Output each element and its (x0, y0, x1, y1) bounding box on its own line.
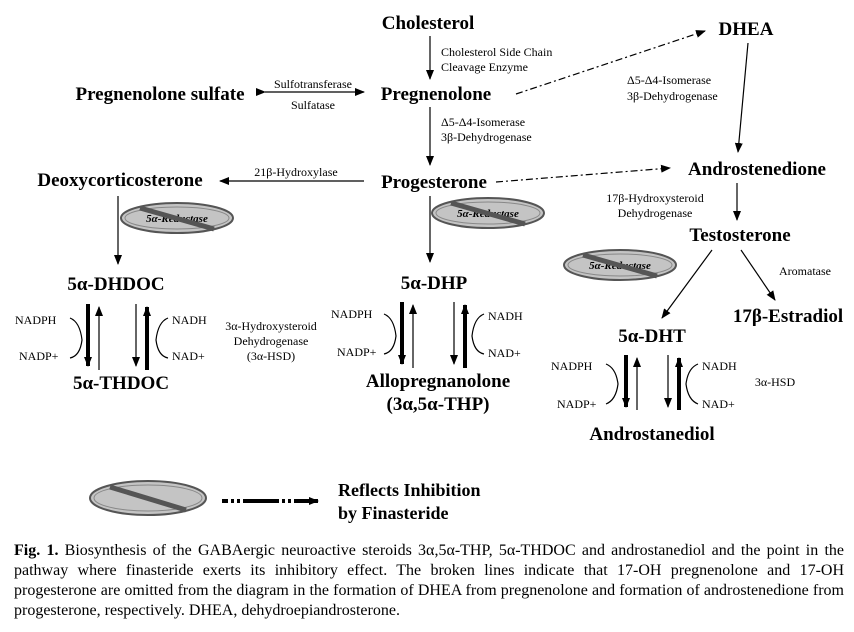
cofactor-nadp: NADP+ (19, 349, 59, 363)
figure-caption: Fig. 1. Biosynthesis of the GABAergic ne… (14, 541, 844, 621)
node-progesterone: Progesterone (381, 172, 487, 193)
node-pregnenolone-sulfate: Pregnenolone sulfate (75, 84, 244, 105)
caption-text: Biosynthesis of the GABAergic neuroactiv… (14, 542, 844, 619)
enzyme-3a-hsd-3: (3α-HSD) (247, 349, 295, 363)
reductase-inhibition-dhdoc: 5α-Reductase (120, 202, 234, 234)
legend-line-1: Reflects Inhibition (338, 480, 481, 500)
enzyme-17b-hsd-1: 17β-Hydroxysteroid (606, 191, 703, 205)
cofactor-nadph: NADPH (551, 359, 593, 373)
enzyme-sulfatase: Sulfatase (291, 98, 335, 112)
cofactor-nad: NAD+ (172, 349, 205, 363)
enzyme-isomerase-1: Δ5-Δ4-Isomerase (441, 115, 525, 129)
cofactor-nadh: NADH (172, 313, 207, 327)
node-allopregnanolone-abbr: (3α,5α-THP) (387, 394, 490, 415)
node-allopregnanolone: Allopregnanolone (366, 371, 510, 392)
interconversion-dhp-allopregnanolone: NADPH NADP+ NADH NAD+ (331, 302, 523, 368)
node-androstenedione: Androstenedione (688, 159, 826, 180)
cofactor-nadh: NADH (488, 309, 523, 323)
arrow-progesterone-androstenedione-broken (495, 164, 671, 183)
node-testosterone: Testosterone (689, 225, 790, 246)
enzyme-21b-hydroxylase: 21β-Hydroxylase (254, 165, 337, 179)
cofactor-nadph: NADPH (331, 307, 373, 321)
cofactor-nad: NAD+ (702, 397, 735, 411)
enzyme-side-chain-1: Cholesterol Side Chain (441, 45, 552, 59)
enzyme-dhea-isomerase-2: 3β-Dehydrogenase (627, 89, 718, 103)
node-androstanediol: Androstanediol (589, 424, 714, 445)
arrow-testosterone-dht (661, 249, 713, 319)
interconversion-dhdoc-thdoc: NADPH NADP+ NADH NAD+ (15, 304, 207, 370)
pathway-diagram: Cholesterol Pregnenolone Pregnenolone su… (15, 13, 843, 523)
legend-inhibition-symbol (89, 480, 207, 516)
node-dhea: DHEA (719, 19, 774, 40)
enzyme-side-chain-2: Cleavage Enzyme (441, 60, 528, 74)
reductase-inhibition-dhp: 5α-Reductase (431, 197, 545, 229)
node-17b-estradiol: 17β-Estradiol (733, 306, 843, 327)
legend-line-2: by Finasteride (338, 503, 449, 523)
node-cholesterol: Cholesterol (382, 13, 475, 34)
arrow-dhea-androstenedione (734, 42, 749, 153)
node-5a-thdoc: 5α-THDOC (73, 373, 169, 394)
node-pregnenolone: Pregnenolone (381, 84, 491, 105)
node-deoxycorticosterone: Deoxycorticosterone (37, 170, 202, 191)
legend: Reflects Inhibition by Finasteride (89, 480, 481, 523)
arrow-pregnenolone-dhea-broken (515, 30, 706, 95)
node-5a-dhp: 5α-DHP (401, 273, 468, 294)
enzyme-isomerase-2: 3β-Dehydrogenase (441, 130, 532, 144)
interconversion-dht-androstanediol: NADPH NADP+ NADH NAD+ (551, 355, 737, 411)
enzyme-17b-hsd-2: Dehydrogenase (618, 206, 693, 220)
enzyme-3a-hsd-short: 3α-HSD (755, 375, 796, 389)
cofactor-nad: NAD+ (488, 346, 521, 360)
reductase-inhibition-dht: 5α-Reductase (563, 249, 677, 281)
enzyme-dhea-isomerase-1: Δ5-Δ4-Isomerase (627, 73, 711, 87)
cofactor-nadph: NADPH (15, 313, 57, 327)
node-5a-dhdoc: 5α-DHDOC (67, 274, 164, 295)
enzyme-sulfotransferase: Sulfotransferase (274, 77, 352, 91)
enzyme-3a-hsd-2: Dehydrogenase (234, 334, 309, 348)
cofactor-nadp: NADP+ (337, 345, 377, 359)
enzyme-3a-hsd-1: 3α-Hydroxysteroid (225, 319, 317, 333)
arrow-testosterone-estradiol (740, 249, 776, 301)
node-5a-dht: 5α-DHT (618, 326, 686, 347)
cofactor-nadp: NADP+ (557, 397, 597, 411)
cofactor-nadh: NADH (702, 359, 737, 373)
caption-label: Fig. 1. (14, 542, 59, 559)
enzyme-aromatase: Aromatase (779, 264, 831, 278)
